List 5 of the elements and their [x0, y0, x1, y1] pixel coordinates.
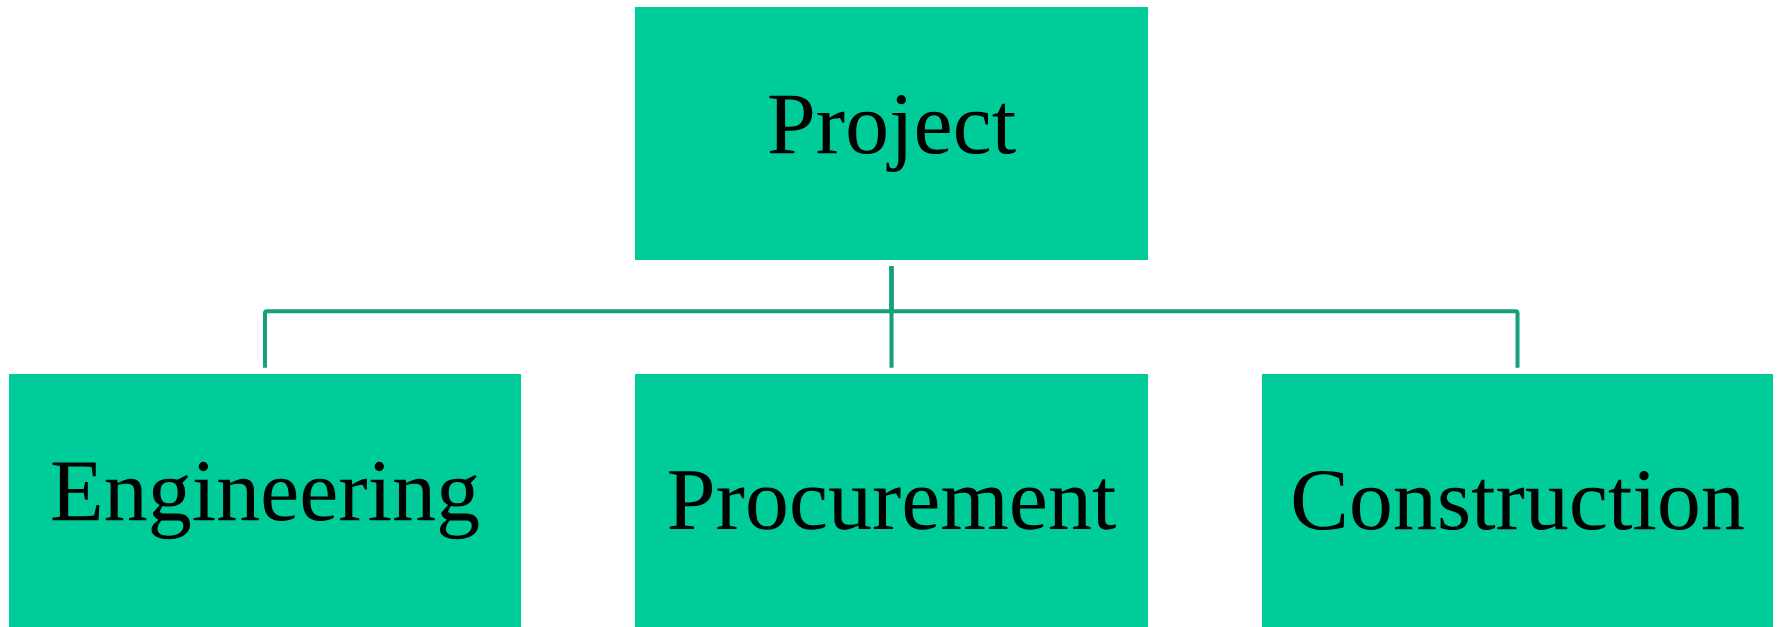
org-box: Engineering [9, 374, 521, 627]
org-box: Construction [1262, 374, 1773, 627]
org-box: Procurement [635, 374, 1148, 627]
connector-line [889, 266, 1520, 368]
org-box: Project [635, 7, 1148, 260]
